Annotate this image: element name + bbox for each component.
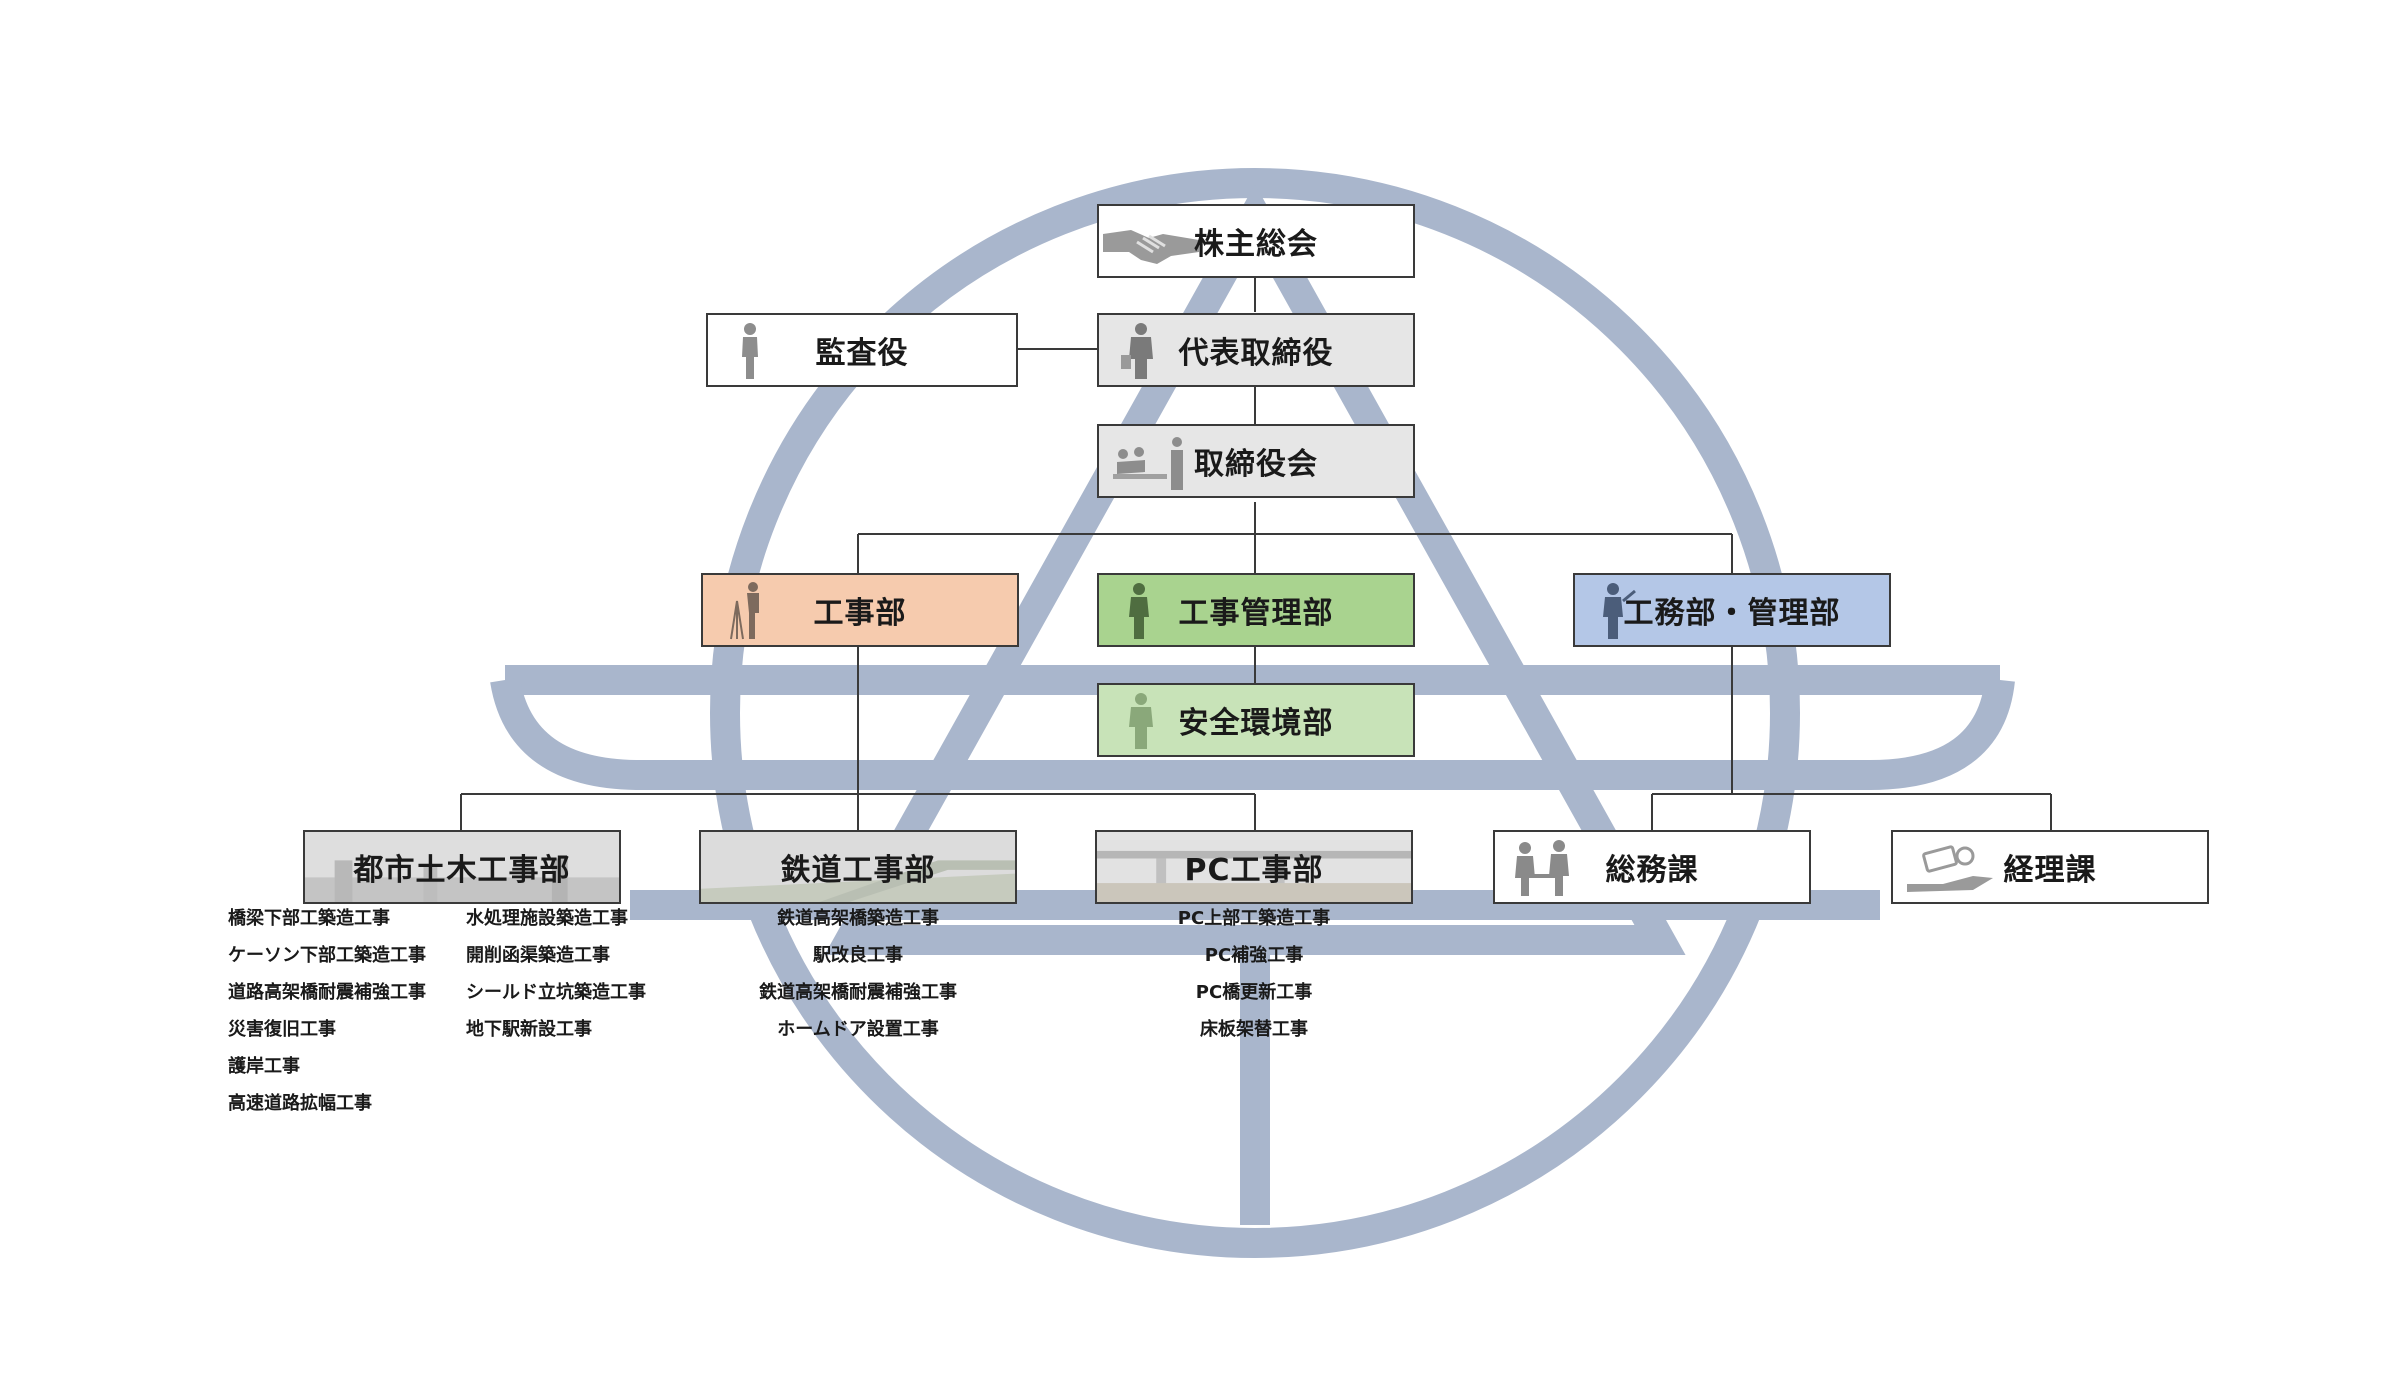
list-item: 護岸工事 (228, 1056, 300, 1077)
handshake-icon (1101, 212, 1201, 272)
accounting-section-box: 経理課 (1891, 830, 2209, 904)
president-box: 代表取締役 (1097, 313, 1415, 387)
pc-bridge-photo (1097, 832, 1411, 902)
engineering-admin-dept-label: 工務部・管理部 (1623, 596, 1841, 631)
list-item: 駅改良工事 (813, 945, 903, 966)
surveyor-icon (713, 581, 777, 641)
list-item: 橋梁下部工築造工事 (228, 908, 390, 929)
civil-works-list-1: 橋梁下部工築造工事 ケーソン下部工築造工事 道路高架橋耐震補強工事 災害復旧工事… (228, 900, 426, 1122)
list-item: ケーソン下部工築造工事 (228, 945, 426, 966)
list-item: 災害復旧工事 (228, 1019, 336, 1040)
pc-construction-dept-label: PC工事部 (1184, 853, 1324, 888)
list-item: PC上部工築造工事 (1177, 908, 1331, 929)
accounting-section-label: 経理課 (2003, 853, 2097, 888)
safety-environment-dept-box: 安全環境部 (1097, 683, 1415, 757)
list-item: PC補強工事 (1204, 945, 1304, 966)
money-hand-icon (1903, 838, 2003, 898)
office-workers-icon (1505, 838, 1585, 898)
list-item: 床板架替工事 (1200, 1019, 1308, 1040)
pc-construction-dept-box: PC工事部 (1095, 830, 1413, 904)
civil-engineering-dept-label: 都市土木工事部 (353, 853, 571, 888)
civil-works-list-2: 水処理施設築造工事 開削函渠築造工事 シールド立坑築造工事 地下駅新設工事 (466, 900, 646, 1048)
construction-mgmt-dept-label: 工事管理部 (1178, 596, 1334, 631)
worker-icon (1109, 581, 1173, 641)
railway-dept-label: 鉄道工事部 (780, 853, 936, 888)
auditor-box: 監査役 (706, 313, 1018, 387)
civil-engineering-dept-box: 都市土木工事部 (303, 830, 621, 904)
general-affairs-section-box: 総務課 (1493, 830, 1811, 904)
shareholders-meeting-label: 株主総会 (1194, 227, 1318, 262)
pc-works-list: PC上部工築造工事 PC補強工事 PC橋更新工事 床板架替工事 (1104, 900, 1404, 1048)
construction-mgmt-dept-box: 工事管理部 (1097, 573, 1415, 647)
auditor-label: 監査役 (815, 336, 909, 371)
railway-works-list: 鉄道高架橋築造工事 駅改良工事 鉄道高架橋耐震補強工事 ホームドア設置工事 (708, 900, 1008, 1048)
construction-dept-box: 工事部 (701, 573, 1019, 647)
shareholders-meeting-box: 株主総会 (1097, 204, 1415, 278)
meeting-icon (1109, 432, 1189, 492)
businessman-icon (1109, 321, 1173, 381)
list-item: 高速道路拡幅工事 (228, 1093, 372, 1114)
list-item: PC橋更新工事 (1195, 982, 1313, 1003)
list-item: 開削函渠築造工事 (466, 945, 610, 966)
general-affairs-section-label: 総務課 (1605, 853, 1699, 888)
list-item: 鉄道高架橋築造工事 (777, 908, 939, 929)
board-of-directors-label: 取締役会 (1194, 447, 1318, 482)
president-label: 代表取締役 (1178, 336, 1334, 371)
list-item: 地下駅新設工事 (466, 1019, 592, 1040)
list-item: シールド立坑築造工事 (466, 982, 646, 1003)
list-item: 道路高架橋耐震補強工事 (228, 982, 426, 1003)
list-item: ホームドア設置工事 (777, 1019, 939, 1040)
bridge-construction-photo (305, 832, 619, 902)
railway-dept-box: 鉄道工事部 (699, 830, 1017, 904)
engineering-admin-dept-box: 工務部・管理部 (1573, 573, 1891, 647)
list-item: 水処理施設築造工事 (466, 908, 628, 929)
safety-environment-dept-label: 安全環境部 (1178, 706, 1334, 741)
railway-construction-photo (701, 832, 1015, 902)
board-of-directors-box: 取締役会 (1097, 424, 1415, 498)
person-standing-icon (718, 321, 782, 381)
safety-worker-icon (1109, 691, 1173, 751)
presenter-icon (1585, 581, 1649, 641)
construction-dept-label: 工事部 (813, 596, 907, 631)
list-item: 鉄道高架橋耐震補強工事 (759, 982, 957, 1003)
